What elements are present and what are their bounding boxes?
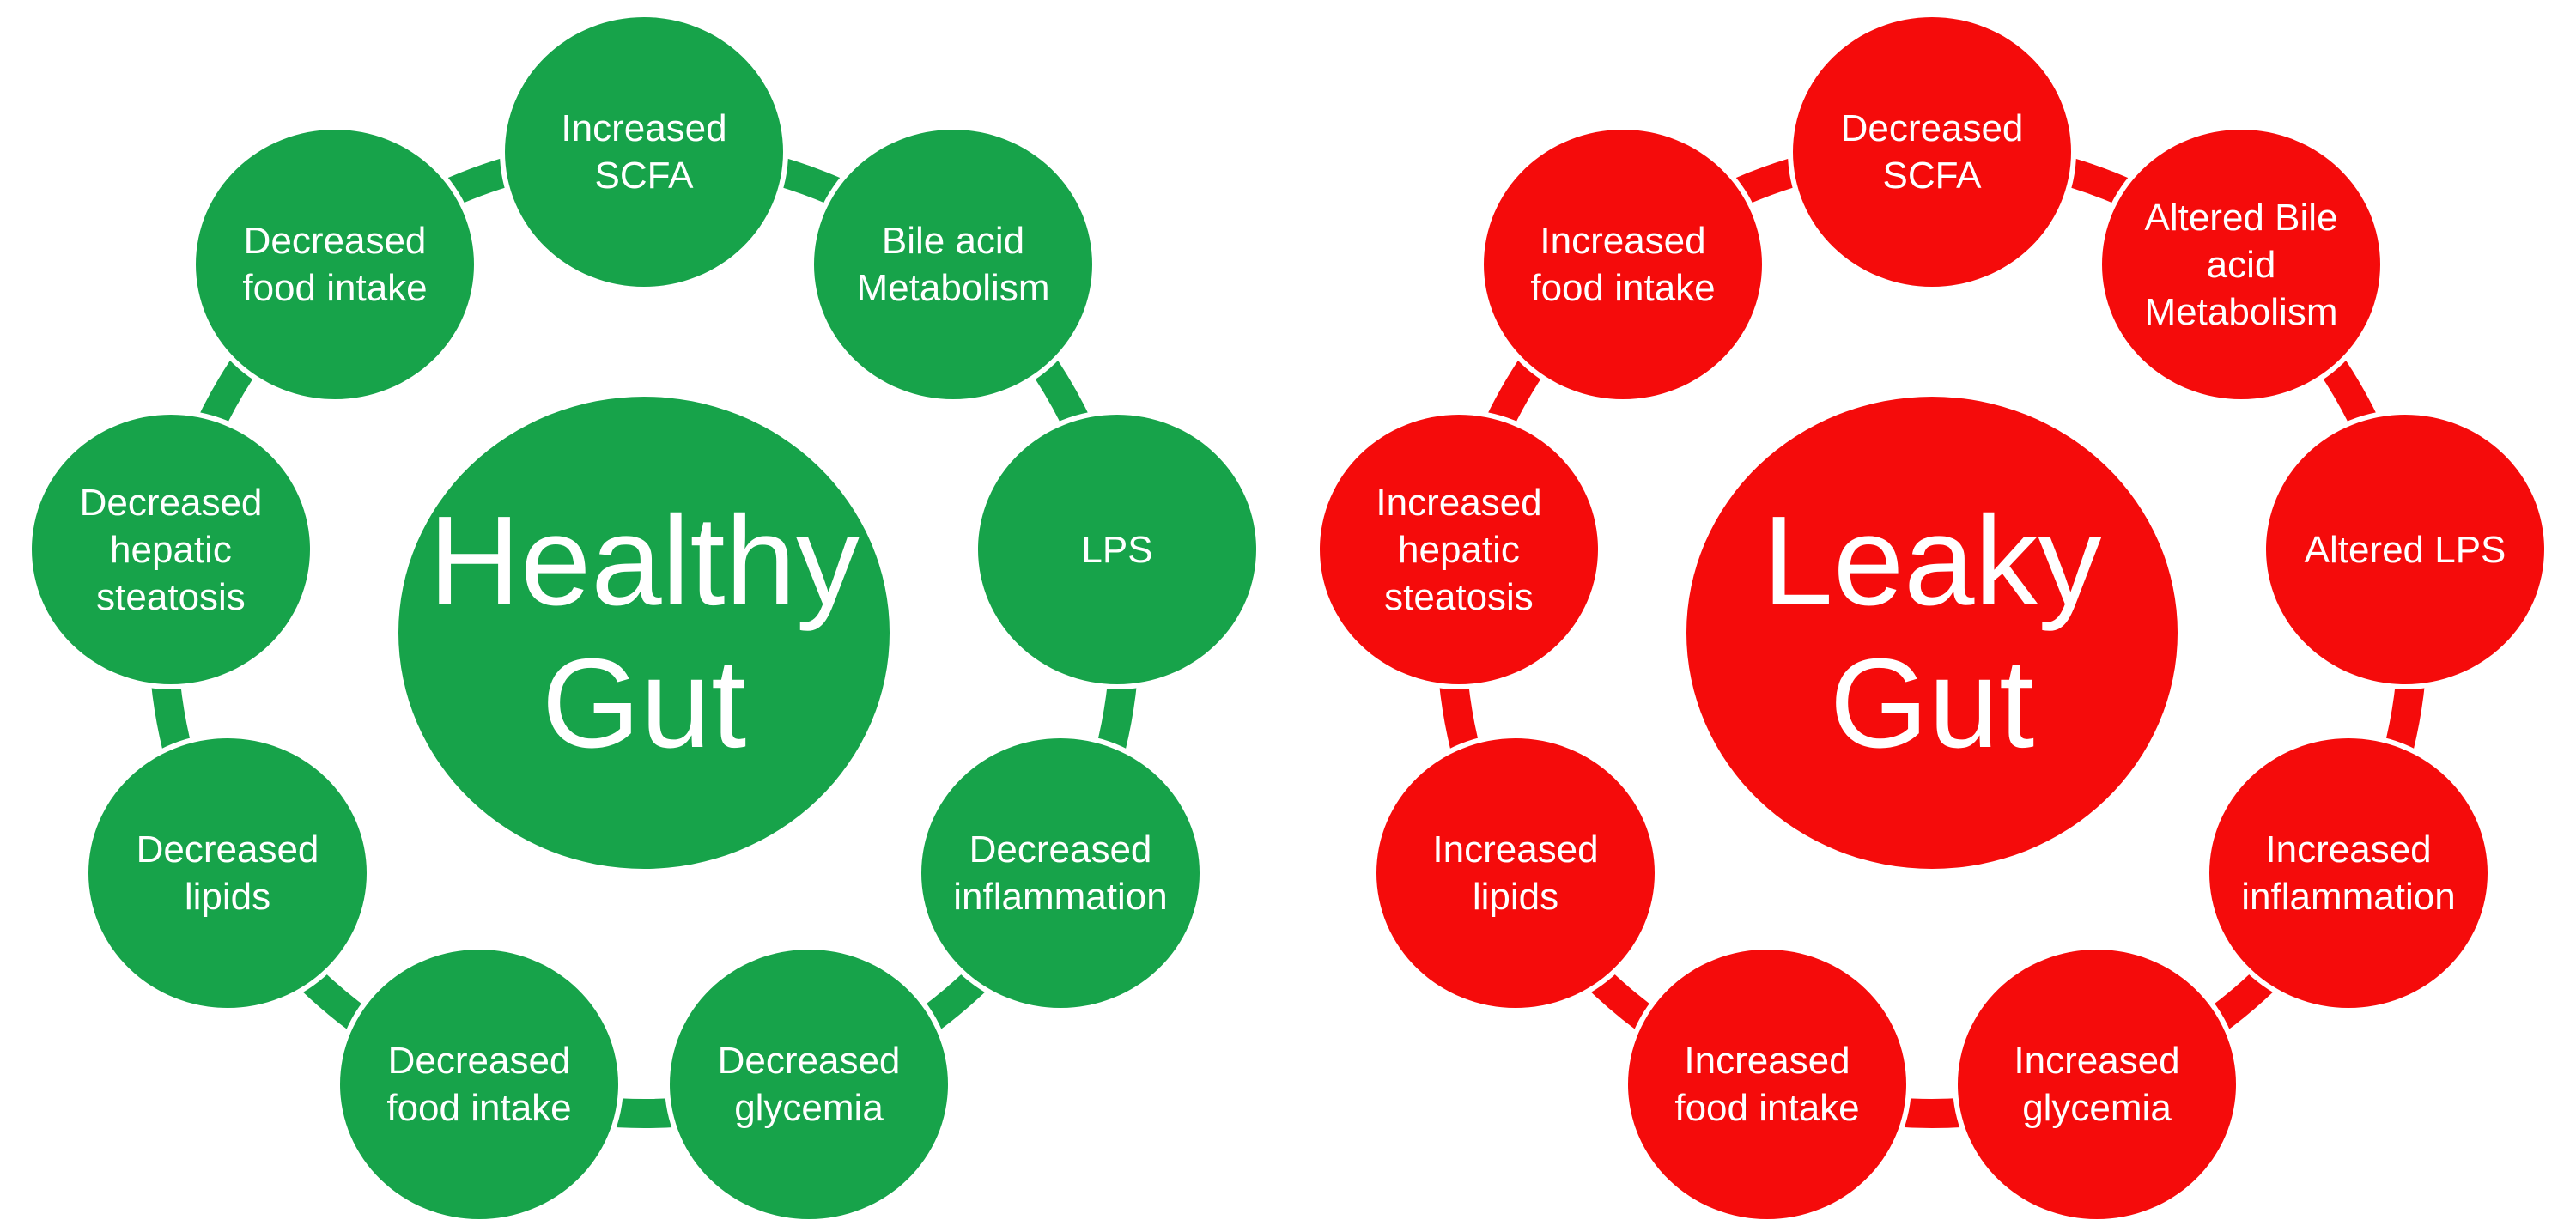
- satellite-decreased-food-intake-top: Decreased food intake: [191, 124, 479, 404]
- satellite-decreased-scfa: Decreased SCFA: [1788, 12, 2076, 292]
- satellite-label: Increased hepatic steatosis: [1376, 481, 1542, 618]
- satellite-decreased-food-intake-bottom: Decreased food intake: [335, 944, 623, 1224]
- center-label: Healthy Gut: [428, 490, 860, 774]
- satellite-label: Increased food intake: [1530, 220, 1716, 309]
- center-label: Leaky Gut: [1762, 490, 2102, 774]
- satellite-label: Decreased glycemia: [717, 1040, 901, 1129]
- satellite-label: Decreased food intake: [386, 1040, 572, 1129]
- satellite-increased-hepatic-steatosis: Increased hepatic steatosis: [1315, 410, 1603, 689]
- leaky-gut-diagram: Decreased SCFA Altered Bile acid Metabol…: [1288, 0, 2576, 1232]
- satellite-increased-lipids: Increased lipids: [1371, 733, 1660, 1013]
- satellite-increased-scfa: Increased SCFA: [500, 12, 788, 292]
- satellite-label: Increased glycemia: [2014, 1040, 2180, 1129]
- satellite-label: Increased SCFA: [561, 107, 727, 197]
- satellite-increased-inflammation: Increased inflammation: [2204, 733, 2493, 1013]
- satellite-decreased-hepatic-steatosis: Decreased hepatic steatosis: [27, 410, 315, 689]
- satellite-label: Decreased food intake: [242, 220, 428, 309]
- satellite-label: Decreased SCFA: [1840, 107, 2024, 197]
- satellite-increased-food-intake-bottom: Increased food intake: [1623, 944, 1911, 1224]
- satellite-altered-lps: Altered LPS: [2261, 410, 2549, 689]
- satellite-lps: LPS: [973, 410, 1261, 689]
- healthy-gut-diagram: Increased SCFA Bile acid Metabolism LPS …: [27, 12, 1261, 1224]
- satellite-increased-glycemia: Increased glycemia: [1953, 944, 2241, 1224]
- satellite-decreased-lipids: Decreased lipids: [83, 733, 372, 1013]
- satellite-label: LPS: [1081, 528, 1153, 571]
- satellite-label: Altered Bile acid Metabolism: [2144, 196, 2338, 333]
- satellite-altered-bile-acid-metabolism: Altered Bile acid Metabolism: [2097, 124, 2385, 404]
- satellite-increased-food-intake-top: Increased food intake: [1479, 124, 1767, 404]
- healthy-gut-center-circle: Healthy Gut: [393, 391, 895, 874]
- satellite-label: Bile acid Metabolism: [856, 220, 1050, 309]
- satellite-label: Decreased hepatic steatosis: [79, 481, 263, 618]
- satellite-label: Decreased lipids: [136, 828, 319, 918]
- satellite-label: Altered LPS: [2304, 528, 2506, 571]
- satellite-decreased-glycemia: Decreased glycemia: [665, 944, 953, 1224]
- satellite-label: Increased lipids: [1432, 828, 1599, 918]
- satellite-label: Increased inflammation: [2241, 828, 2456, 918]
- satellite-decreased-inflammation: Decreased inflammation: [916, 733, 1205, 1013]
- satellite-bile-acid-metabolism: Bile acid Metabolism: [809, 124, 1097, 404]
- leaky-gut-center-circle: Leaky Gut: [1681, 391, 2183, 874]
- satellite-label: Decreased inflammation: [953, 828, 1168, 918]
- satellite-label: Increased food intake: [1674, 1040, 1860, 1129]
